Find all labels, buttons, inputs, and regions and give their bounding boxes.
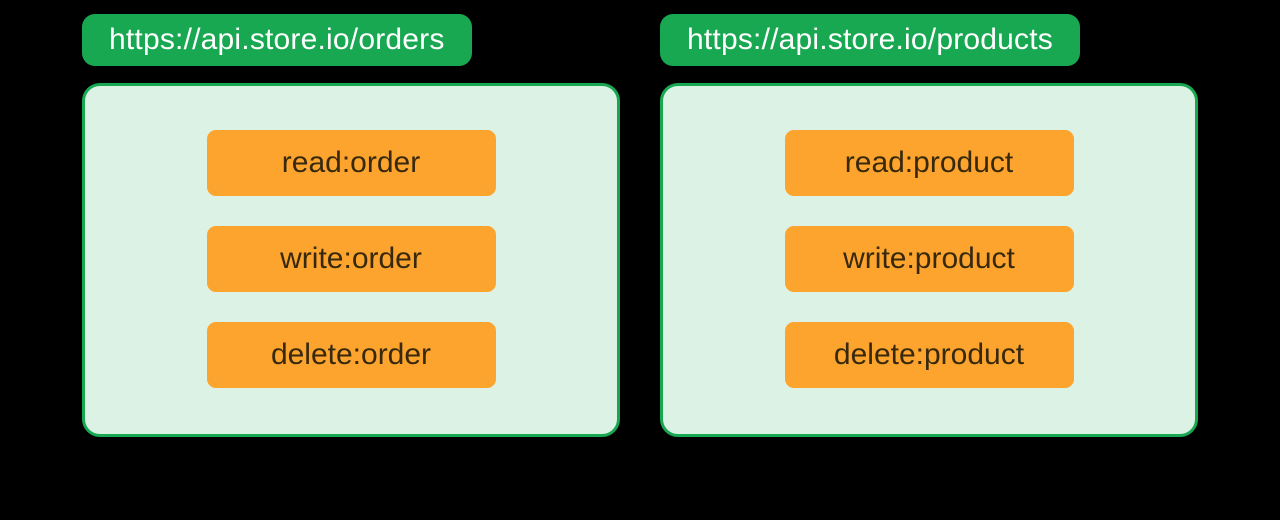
- api-url-badge-orders: https://api.store.io/orders: [82, 14, 472, 66]
- scope-chip-read-product: read:product: [784, 130, 1074, 196]
- scope-chip-read-order: read:order: [206, 130, 496, 196]
- scopes-panel-orders: read:order write:order delete:order: [82, 83, 620, 437]
- scope-chip-write-order: write:order: [206, 226, 496, 292]
- api-group-products: https://api.store.io/products read:produ…: [660, 14, 1198, 437]
- api-group-orders: https://api.store.io/orders read:order w…: [82, 14, 620, 437]
- scopes-panel-products: read:product write:product delete:produc…: [660, 83, 1198, 437]
- api-url-badge-products: https://api.store.io/products: [660, 14, 1080, 66]
- scope-chip-delete-order: delete:order: [206, 322, 496, 388]
- scope-chip-write-product: write:product: [784, 226, 1074, 292]
- scope-chip-delete-product: delete:product: [784, 322, 1074, 388]
